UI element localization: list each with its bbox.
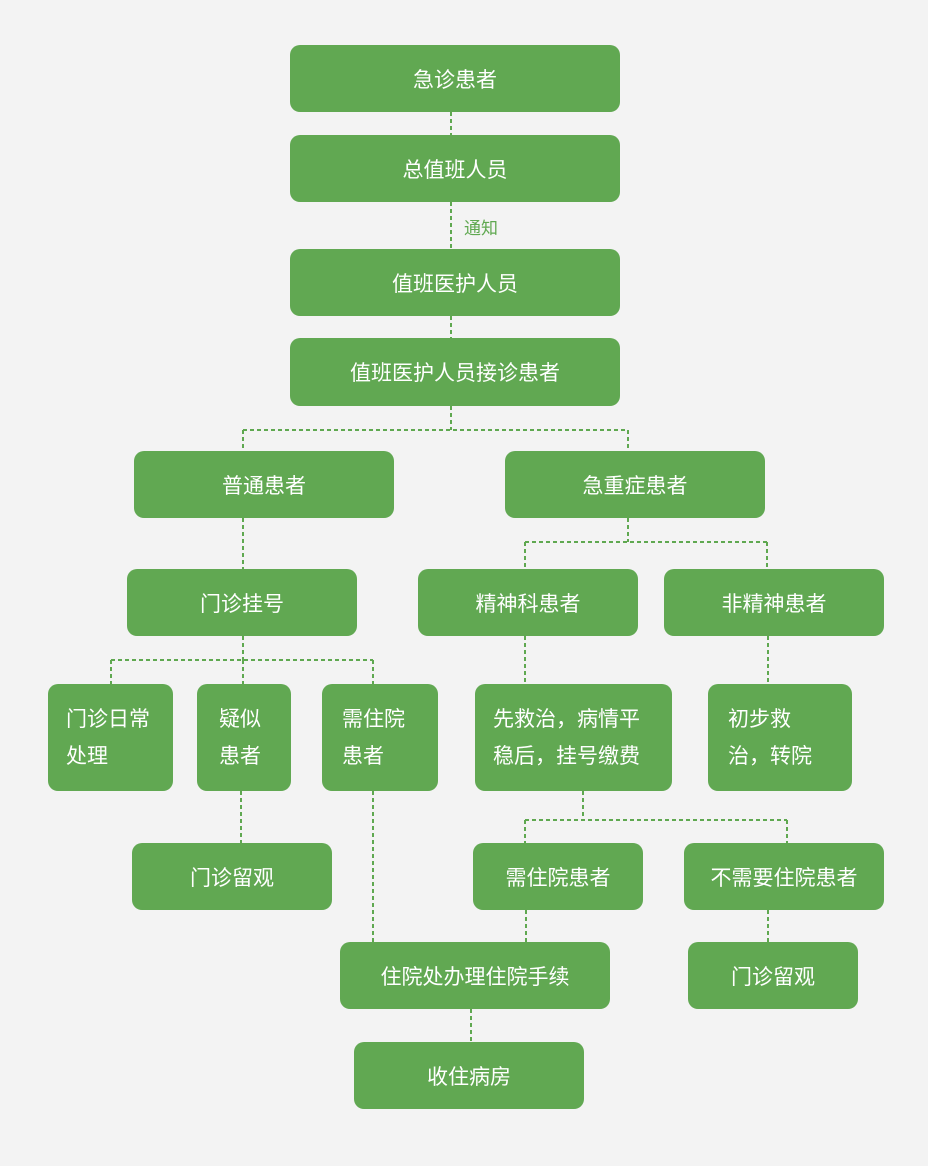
node-outpatient-observation-left: 门诊留观 (132, 843, 332, 910)
node-psychiatric-patient: 精神科患者 (418, 569, 638, 636)
connector-critical-branch (524, 518, 768, 569)
node-suspected-patient: 疑似患者 (197, 684, 291, 791)
connector-receive-branch (242, 406, 629, 451)
node-duty-staff-receive-patient: 值班医护人员接诊患者 (290, 338, 620, 406)
node-outpatient-routine: 门诊日常处理 (48, 684, 173, 791)
node-no-admission-patient: 不需要住院患者 (684, 843, 884, 910)
node-needs-admission-patient-left: 需住院患者 (322, 684, 438, 791)
node-ordinary-patient: 普通患者 (134, 451, 394, 518)
edge-label-notify: 通知 (464, 219, 498, 239)
node-duty-medical-staff: 值班医护人员 (290, 249, 620, 316)
node-non-psychiatric-patient: 非精神患者 (664, 569, 884, 636)
node-emergency-patient: 急诊患者 (290, 45, 620, 112)
node-admit-to-ward: 收住病房 (354, 1042, 584, 1109)
node-needs-admission-patient-right: 需住院患者 (473, 843, 643, 910)
node-chief-duty-staff: 总值班人员 (290, 135, 620, 202)
node-critical-patient: 急重症患者 (505, 451, 765, 518)
connector-rescue-branch (524, 791, 788, 843)
connector-registration-branch (110, 636, 374, 684)
node-outpatient-registration: 门诊挂号 (127, 569, 357, 636)
node-admission-procedures: 住院处办理住院手续 (340, 942, 610, 1009)
node-initial-rescue-transfer: 初步救治，转院 (708, 684, 852, 791)
node-rescue-then-register: 先救治，病情平稳后，挂号缴费 (475, 684, 672, 791)
node-outpatient-observation-right: 门诊留观 (688, 942, 858, 1009)
